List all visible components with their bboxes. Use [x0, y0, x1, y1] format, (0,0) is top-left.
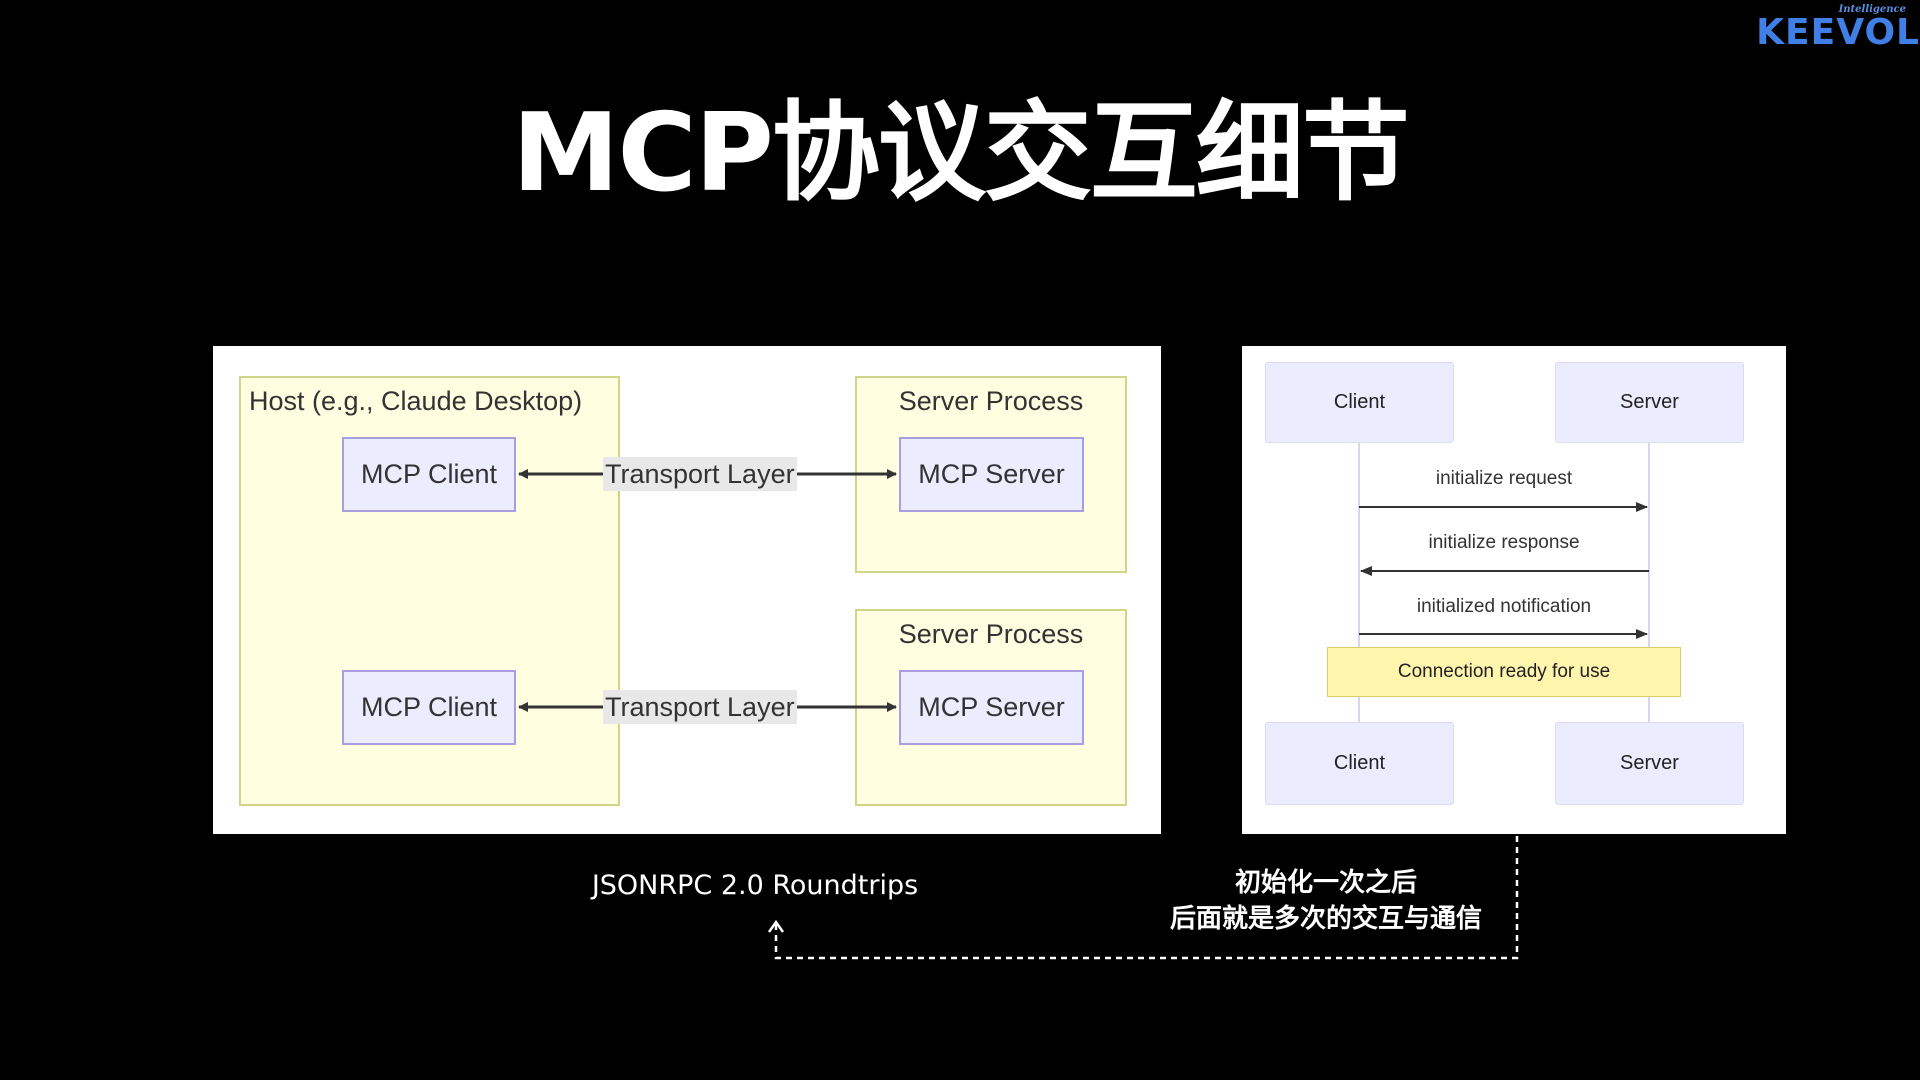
- brand-name: KEEVOL: [1756, 12, 1920, 53]
- server-process-label: Server Process: [898, 619, 1084, 649]
- brand-tagline: Intelligence: [1838, 4, 1906, 15]
- participant-client-top: Client: [1265, 362, 1454, 443]
- mcp-server-node-1: MCP Server: [899, 437, 1084, 512]
- message-label-2: initialize response: [1428, 532, 1580, 553]
- participant-server-top: Server: [1555, 362, 1744, 443]
- connector-arrowhead-icon: [767, 919, 785, 933]
- message-label-3: initialized notification: [1416, 596, 1592, 617]
- host-label: Host (e.g., Claude Desktop): [249, 386, 583, 416]
- connection-ready-note: Connection ready for use: [1327, 647, 1681, 697]
- after-init-caption-line1: 初始化一次之后: [1234, 868, 1417, 898]
- participant-server-bottom: Server: [1555, 722, 1744, 805]
- message-label-1: initialize request: [1435, 468, 1573, 489]
- transport-layer-label-2: Transport Layer: [603, 690, 797, 724]
- mcp-client-node-1: MCP Client: [342, 437, 516, 512]
- server-process-label: Server Process: [898, 386, 1084, 416]
- after-init-caption-line2: 后面就是多次的交互与通信: [1169, 904, 1482, 934]
- sequence-diagram: Client Server initialize request initial…: [1242, 346, 1786, 834]
- mcp-server-node-2: MCP Server: [899, 670, 1084, 745]
- mcp-client-node-2: MCP Client: [342, 670, 516, 745]
- transport-layer-label-1: Transport Layer: [603, 457, 797, 491]
- architecture-diagram: Host (e.g., Claude Desktop) Server Proce…: [213, 346, 1161, 834]
- participant-client-bottom: Client: [1265, 722, 1454, 805]
- roundtrips-caption: JSONRPC 2.0 Roundtrips: [591, 870, 919, 901]
- slide-title: MCP协议交互细节: [512, 91, 1410, 216]
